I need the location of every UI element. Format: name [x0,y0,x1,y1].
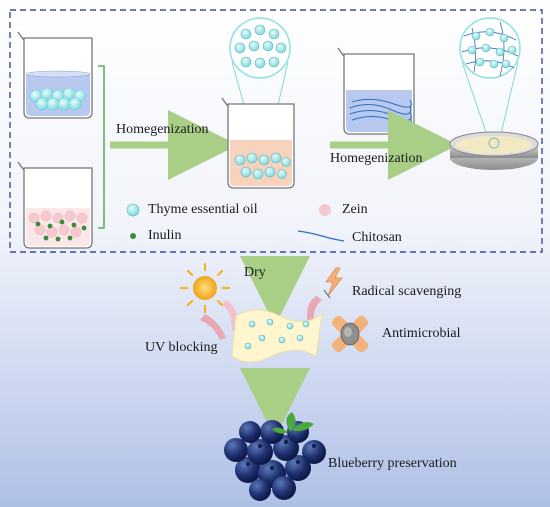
label-blueberry-preservation: Blueberry preservation [328,456,457,471]
legend-thyme-symbol [126,203,140,217]
legend-zein-symbol [319,204,331,216]
legend-zein-label: Zein [342,202,368,217]
beaker-emulsion [221,97,295,189]
label-antimicrobial: Antimicrobial [382,326,461,341]
legend-thyme-label: Thyme essential oil [148,202,258,217]
legend-inulin-label: Inulin [148,228,182,243]
label-dry: Dry [244,265,266,280]
beaker-thyme-oil [17,31,93,119]
beaker-chitosan [337,47,415,135]
legend-chitosan-label: Chitosan [352,230,402,245]
uv-ray-1 [200,314,226,340]
blueberries [224,412,326,501]
green-bracket [98,65,105,229]
uv-ray-2 [222,300,239,332]
label-radical-scavenging: Radical scavenging [352,284,462,299]
antimicrobial-icon [331,315,369,353]
beaker-zein-inulin [17,161,93,249]
zoom-film-network [459,17,521,139]
legend-chitosan-symbol [297,230,345,242]
lightning-icon [323,267,343,299]
label-homogenization-1: Homegenization [116,122,209,137]
film [231,309,323,363]
radical-ray [307,296,322,324]
legend-inulin-symbol [130,233,136,239]
label-homogenization-2: Homegenization [330,151,423,166]
sun-icon [179,262,231,314]
petri-dish [449,131,539,170]
dashed-frame [9,9,543,253]
label-uv-blocking: UV blocking [145,340,218,355]
